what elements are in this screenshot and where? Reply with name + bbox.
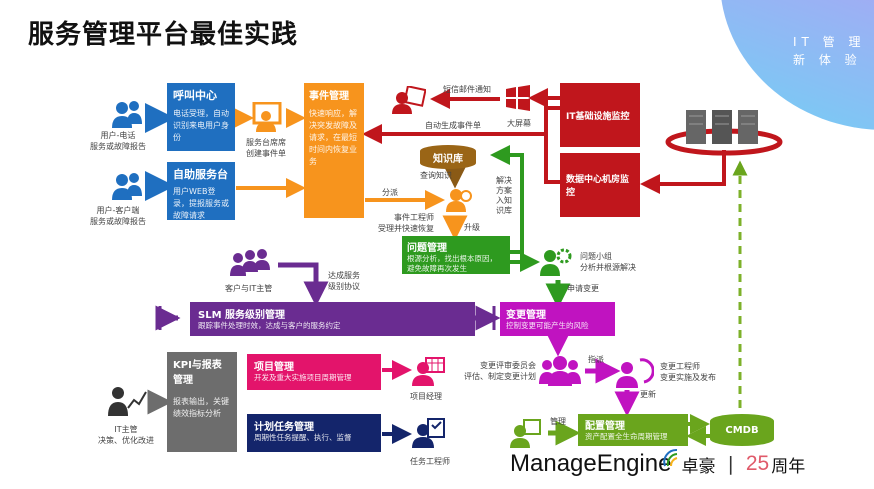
cmdb-database[interactable]: CMDB bbox=[710, 414, 774, 446]
brand-separator: | bbox=[727, 453, 734, 475]
datacenter-monitor-box[interactable]: 数据中心机房监控 bbox=[560, 153, 640, 217]
project-desc: 开发及重大实施项目周期管理 bbox=[254, 373, 352, 382]
slm-box[interactable]: SLM 服务级别管理 跟踪事件处理时效，达成与客户的服务约定 bbox=[190, 302, 475, 336]
service-desk-agent-icon bbox=[248, 101, 284, 138]
config-title: 配置管理 bbox=[585, 421, 625, 432]
incident-desc: 快速响应，解决突发故障及请求，在最短时间内恢复业务 bbox=[309, 109, 357, 166]
anniversary-number: 25 bbox=[745, 452, 770, 475]
incident-management-box[interactable]: 事件管理 快速响应，解决突发故障及请求，在最短时间内恢复业务 bbox=[304, 83, 364, 218]
config-management-box[interactable]: 配置管理 资产配置全生命周期管理 bbox=[578, 414, 688, 446]
update-label: 更新 bbox=[640, 390, 656, 399]
change-engineer-label: 变更工程师变更实施及发布 bbox=[660, 362, 716, 382]
problem-title: 问题管理 bbox=[407, 243, 447, 254]
brand-arc-icon bbox=[663, 449, 678, 467]
service-desk-label: 服务台席席创建事件单 bbox=[246, 138, 286, 158]
slm-title: SLM 服务级别管理 bbox=[198, 310, 286, 321]
brand-cn: 卓豪 bbox=[681, 456, 716, 477]
slogan-line-2: 新 体 验 bbox=[793, 53, 862, 67]
brand-logo: ManageEngine bbox=[510, 450, 672, 477]
project-manager-label: 项目经理 bbox=[410, 392, 442, 401]
users-client-label: 用户-客户端服务或故障报告 bbox=[90, 206, 146, 226]
slogan-line-1: IT 管 理 bbox=[793, 35, 866, 49]
datacenter-title: 数据中心机房监控 bbox=[566, 175, 630, 198]
customer-it-label: 客户与IT主管 bbox=[225, 284, 273, 293]
assign-label: 指派 bbox=[588, 355, 604, 364]
users-phone-label: 用户-电话服务或故障报告 bbox=[90, 131, 146, 151]
project-management-box[interactable]: 项目管理 开发及重大实施项目周期管理 bbox=[247, 354, 381, 390]
brand-footer: ManageEngine 卓豪 | 25 周年 bbox=[510, 449, 806, 478]
cab-group-icon bbox=[538, 354, 582, 390]
task-title: 计划任务管理 bbox=[254, 422, 314, 433]
problem-management-box[interactable]: 问题管理 根源分析，找出根本原因， 避免故障再次发生 bbox=[402, 236, 510, 274]
self-service-box[interactable]: 自助服务台 用户WEB登录，提报服务或故障请求 bbox=[167, 162, 235, 220]
config-desc: 资产配置全生命周期管理 bbox=[585, 432, 668, 441]
change-title: 变更管理 bbox=[506, 310, 546, 321]
solution-to-kb-label: 解决方案入知识库 bbox=[495, 176, 513, 216]
users-phone-icon bbox=[110, 100, 144, 132]
dispatch-label: 分派 bbox=[382, 188, 398, 197]
kpi-report-box[interactable]: KPI与报表管理 报表输出，关键绩效指标分析 bbox=[167, 352, 237, 452]
task-desc: 周期性任务提醒、执行、监督 bbox=[254, 433, 352, 442]
task-management-box[interactable]: 计划任务管理 周期性任务提醒、执行、监督 bbox=[247, 414, 381, 452]
problem-team-icon bbox=[538, 246, 574, 280]
slm-desc: 跟踪事件处理时效，达成与客户的服务约定 bbox=[198, 321, 341, 330]
sms-notify-label: 短信邮件通知 bbox=[443, 85, 491, 94]
self-service-desc: 用户WEB登录，提报服务或故障请求 bbox=[173, 187, 229, 220]
it-head-label: IT主管决策、优化改进 bbox=[98, 425, 154, 445]
incident-engineer-icon bbox=[446, 186, 472, 218]
slogan: IT 管 理 新 体 验 bbox=[793, 33, 866, 69]
task-engineer-icon bbox=[412, 418, 446, 452]
apply-change-label: 申请变更 bbox=[567, 284, 599, 293]
sla-agreement-label: 达成服务级别协议 bbox=[328, 271, 360, 291]
decor-frame bbox=[700, 0, 874, 130]
users-client-icon bbox=[110, 172, 144, 204]
task-engineer-label: 任务工程师 bbox=[410, 457, 450, 466]
big-screen-label: 大屏幕 bbox=[507, 119, 531, 128]
knowledge-base[interactable]: 知识库 bbox=[420, 145, 476, 169]
knowledge-title: 知识库 bbox=[433, 153, 463, 165]
cab-label: 变更评审委员会评估、制定变更计划 bbox=[464, 361, 536, 381]
call-center-title: 呼叫中心 bbox=[173, 89, 217, 102]
server-ring-icon bbox=[664, 108, 784, 162]
it-infra-title: IT基础设施监控 bbox=[566, 111, 630, 122]
config-admin-icon bbox=[510, 418, 544, 452]
query-knowledge-label: 查询知识 bbox=[420, 171, 452, 180]
incident-title: 事件管理 bbox=[309, 91, 349, 102]
change-desc: 控制变更可能产生的风险 bbox=[506, 321, 589, 330]
page-title: 服务管理平台最佳实践 bbox=[28, 20, 299, 50]
customer-it-icon bbox=[228, 246, 272, 280]
it-infra-monitor-box[interactable]: IT基础设施监控 bbox=[560, 83, 640, 147]
self-service-title: 自助服务台 bbox=[173, 168, 228, 181]
manage-label: 管理 bbox=[550, 417, 566, 426]
problem-desc-2: 避免故障再次发生 bbox=[407, 264, 467, 273]
anniversary-text: 周年 bbox=[771, 456, 806, 477]
windows-screen-icon bbox=[504, 84, 532, 116]
call-center-box[interactable]: 呼叫中心 电话受理，自动识别来电用户身份 bbox=[167, 83, 235, 151]
change-management-box[interactable]: 变更管理 控制变更可能产生的风险 bbox=[500, 302, 615, 336]
cmdb-label: CMDB bbox=[725, 424, 759, 436]
escalate-label: 升级 bbox=[464, 223, 480, 232]
problem-desc-1: 根源分析，找出根本原因， bbox=[407, 254, 497, 263]
it-head-icon bbox=[108, 384, 148, 422]
kpi-title: KPI与报表管理 bbox=[173, 360, 222, 386]
auto-ticket-label: 自动生成事件单 bbox=[425, 121, 481, 130]
call-center-desc: 电话受理，自动识别来电用户身份 bbox=[173, 109, 229, 142]
project-title: 项目管理 bbox=[254, 362, 294, 373]
incident-engineer-label: 事件工程师受理并快速恢复 bbox=[378, 213, 434, 233]
kpi-desc: 报表输出，关键绩效指标分析 bbox=[173, 397, 229, 418]
project-manager-icon bbox=[412, 356, 446, 390]
change-engineer-icon bbox=[614, 356, 655, 392]
problem-team-label: 问题小组分析并根源解决 bbox=[580, 252, 636, 272]
sms-notify-icon bbox=[392, 85, 427, 118]
